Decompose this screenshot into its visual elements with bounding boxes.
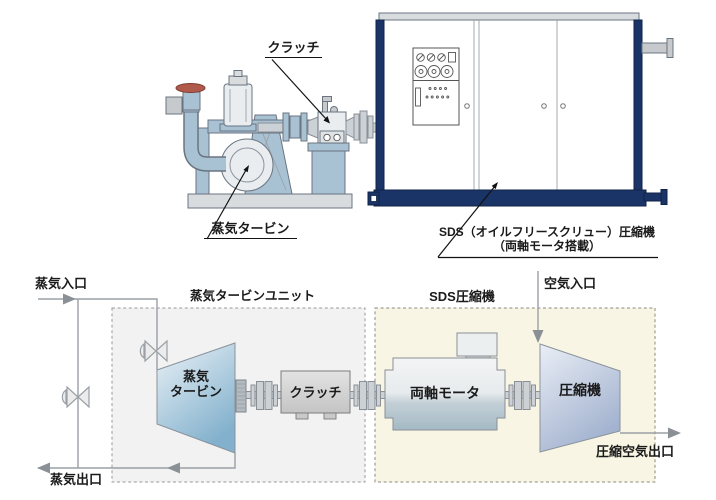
shaft-coupling <box>504 381 541 410</box>
flow-arrow-right <box>63 293 76 305</box>
enclosure-right-post <box>633 19 643 193</box>
bypass-valve-symbol <box>61 385 90 409</box>
steam-outlet-label: 蒸気出口 <box>50 472 103 487</box>
leader-arrowhead <box>323 116 330 124</box>
schematic-compressor <box>539 343 621 453</box>
coupling-cone <box>345 116 355 139</box>
steam-turbine-illustration <box>165 70 379 209</box>
leader-arrowhead <box>491 182 498 190</box>
red-handwheel <box>175 83 206 93</box>
flow-arrow-left <box>167 462 180 474</box>
coupling-disc <box>359 110 368 144</box>
sds-label-line1: SDS（オイルフリースクリュー）圧縮機 <box>438 225 656 239</box>
flow-arrow-left <box>37 462 50 474</box>
schematic-motor <box>384 332 506 431</box>
enclosure-left-post <box>375 19 385 193</box>
steam-chest-cylinder <box>223 83 253 127</box>
inlet-valve-side-box <box>165 96 183 115</box>
sds-illustration-label: SDS（オイルフリースクリュー）圧縮機 （両軸モータ搭載） <box>434 225 660 253</box>
sds-unit-label: SDS圧縮機 <box>429 289 495 304</box>
shaft-coupling <box>349 381 387 410</box>
flow-arrow-right <box>668 427 681 439</box>
air-piping <box>532 271 681 439</box>
control-panel <box>412 47 460 126</box>
skid-lug-hole <box>370 195 377 202</box>
coupling-disc <box>367 115 374 139</box>
clutch-illustration-label: クラッチ <box>265 40 322 58</box>
clutch-pedestal <box>311 150 346 195</box>
clutch-top-pipe-elbow <box>322 96 332 102</box>
skid-pipe-flange <box>660 189 668 205</box>
turbine-baseplate <box>187 193 353 209</box>
sds-compressor-enclosure <box>367 12 674 207</box>
coupling-cone <box>307 116 319 139</box>
inlet-valve-body <box>182 91 201 111</box>
schematic-steam-turbine <box>156 342 236 454</box>
door-handle <box>464 103 470 109</box>
flow-arrow-down <box>532 330 544 343</box>
leader-arrowhead <box>243 165 249 173</box>
sds-label-line2: （両軸モータ搭載） <box>492 239 601 253</box>
schematic-turbine-label: 蒸気 タービン <box>169 369 222 399</box>
clutch-foot <box>295 412 309 420</box>
steam-elbow-pipe <box>184 110 226 171</box>
clutch-pedestal-cap <box>307 142 350 152</box>
enclosure-skid <box>373 189 647 207</box>
discharge-pipe-flange <box>666 38 674 58</box>
coupling-disc <box>300 112 308 142</box>
steam-chest-nub <box>233 70 243 77</box>
turbine-illustration-label: 蒸気タービン <box>204 221 297 239</box>
schematic-motor-label: 両軸モータ <box>410 385 480 401</box>
schematic-compressor-label: 圧縮機 <box>559 382 601 398</box>
steam-piping <box>37 293 236 474</box>
compressed-air-outlet-label: 圧縮空気出口 <box>596 444 675 459</box>
gear-coupling <box>235 379 247 413</box>
enclosure-discharge-pipe <box>641 42 670 54</box>
air-inlet-label: 空気入口 <box>544 276 597 291</box>
inlet-valve-symbol <box>139 339 168 363</box>
coupling-disc <box>289 115 301 139</box>
coupling-disc <box>353 113 360 141</box>
clutch-port <box>323 133 331 142</box>
schematic-clutch-label: クラッチ <box>289 385 342 400</box>
turbine-casing-inner <box>229 147 265 183</box>
steam-chest-cap <box>228 75 248 86</box>
clutch-port <box>333 133 341 142</box>
steam-inlet-label: 蒸気入口 <box>35 276 88 291</box>
coupling-disc <box>282 112 290 142</box>
turbine-casing <box>220 138 274 192</box>
illustration-leaders <box>206 59 658 259</box>
door-handle <box>541 103 547 109</box>
schematic-clutch <box>280 370 351 420</box>
door-handle <box>560 103 566 109</box>
enclosure-top-lip <box>378 12 640 21</box>
shaft-coupling <box>245 381 282 410</box>
motor-terminal-box <box>456 332 498 357</box>
clutch-foot <box>323 412 337 420</box>
turbine-unit-label: 蒸気タービンユニット <box>190 289 316 303</box>
